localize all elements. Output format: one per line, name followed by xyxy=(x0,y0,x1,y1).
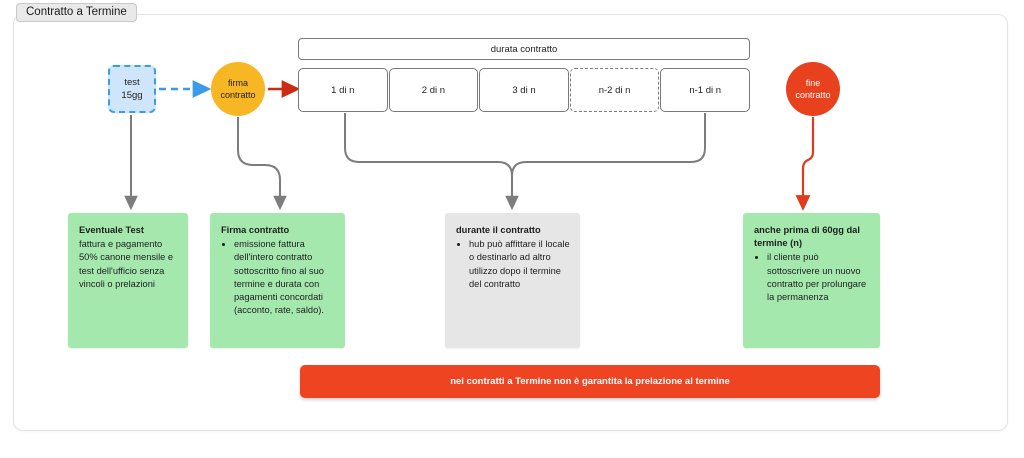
panel-title: Firma contratto xyxy=(221,225,290,235)
timeline-segment-2[interactable]: 2 di n xyxy=(388,68,479,112)
timeline-segment-label: 1 di n xyxy=(331,84,355,96)
timeline-header-durata-contratto: durata contratto xyxy=(298,38,750,60)
warning-banner-text: nei contratti a Termine non è garantita … xyxy=(450,376,730,387)
timeline-header-label: durata contratto xyxy=(490,43,558,55)
panel-firma-contratto: Firma contratto emissione fattura dell'in… xyxy=(210,213,345,348)
timeline-segment-1[interactable]: 1 di n xyxy=(298,68,388,112)
timeline-segment-4[interactable]: n-2 di n xyxy=(569,68,660,112)
panel-title: durante il contratto xyxy=(456,225,541,235)
node-fine-line2: contratto xyxy=(795,90,831,100)
timeline-segment-3[interactable]: 3 di n xyxy=(479,68,569,112)
panel-durante-il-contratto: durante il contratto hub può affittare il… xyxy=(445,213,580,348)
node-firma-line1: firma xyxy=(228,78,248,88)
timeline-segment-label: 3 di n xyxy=(512,84,536,96)
timeline-segment-5[interactable]: n-1 di n xyxy=(660,68,750,112)
tab-contratto-a-termine[interactable]: Contratto a Termine xyxy=(16,3,137,22)
panel-title: Eventuale Test xyxy=(79,225,144,235)
panel-bullet-list: il cliente può sottoscrivere un nuovo co… xyxy=(754,251,870,304)
node-test-15gg[interactable]: test 15gg xyxy=(108,65,156,113)
node-fine-line1: fine xyxy=(805,78,821,88)
panel-eventuale-test: Eventuale Test fattura e pagamento 50% ca… xyxy=(68,213,188,348)
panel-body: fattura e pagamento 50% canone mensile e… xyxy=(79,239,174,289)
timeline-segment-label: 2 di n xyxy=(421,84,446,96)
panel-title: anche prima di 60gg dal termine (n) xyxy=(754,225,860,249)
node-test-line1: test xyxy=(124,77,140,88)
panel-bullet-list: emissione fattura dell'intero contratto … xyxy=(221,238,335,317)
node-fine-contratto[interactable]: fine contratto xyxy=(786,62,840,116)
panel-bullet-list: hub può affittare il locale o destinarlo… xyxy=(456,238,570,291)
timeline-segment-label: n-1 di n xyxy=(689,84,722,96)
timeline-segment-label: n-2 di n xyxy=(598,84,631,96)
warning-banner: nei contratti a Termine non è garantita … xyxy=(300,365,880,398)
node-test-line2: 15gg xyxy=(121,90,143,101)
panel-bullet-item: emissione fattura dell'intero contratto … xyxy=(234,238,335,317)
node-firma-contratto[interactable]: firma contratto xyxy=(211,62,265,116)
panel-bullet-item: il cliente può sottoscrivere un nuovo co… xyxy=(767,251,870,304)
node-firma-line2: contratto xyxy=(220,90,256,100)
timeline-segments: 1 di n 2 di n 3 di n n-2 di n n-1 di n xyxy=(298,68,750,112)
panel-anche-prima-60gg: anche prima di 60gg dal termine (n)il cl… xyxy=(743,213,880,348)
panel-bullet-item: hub può affittare il locale o destinarlo… xyxy=(469,238,570,291)
